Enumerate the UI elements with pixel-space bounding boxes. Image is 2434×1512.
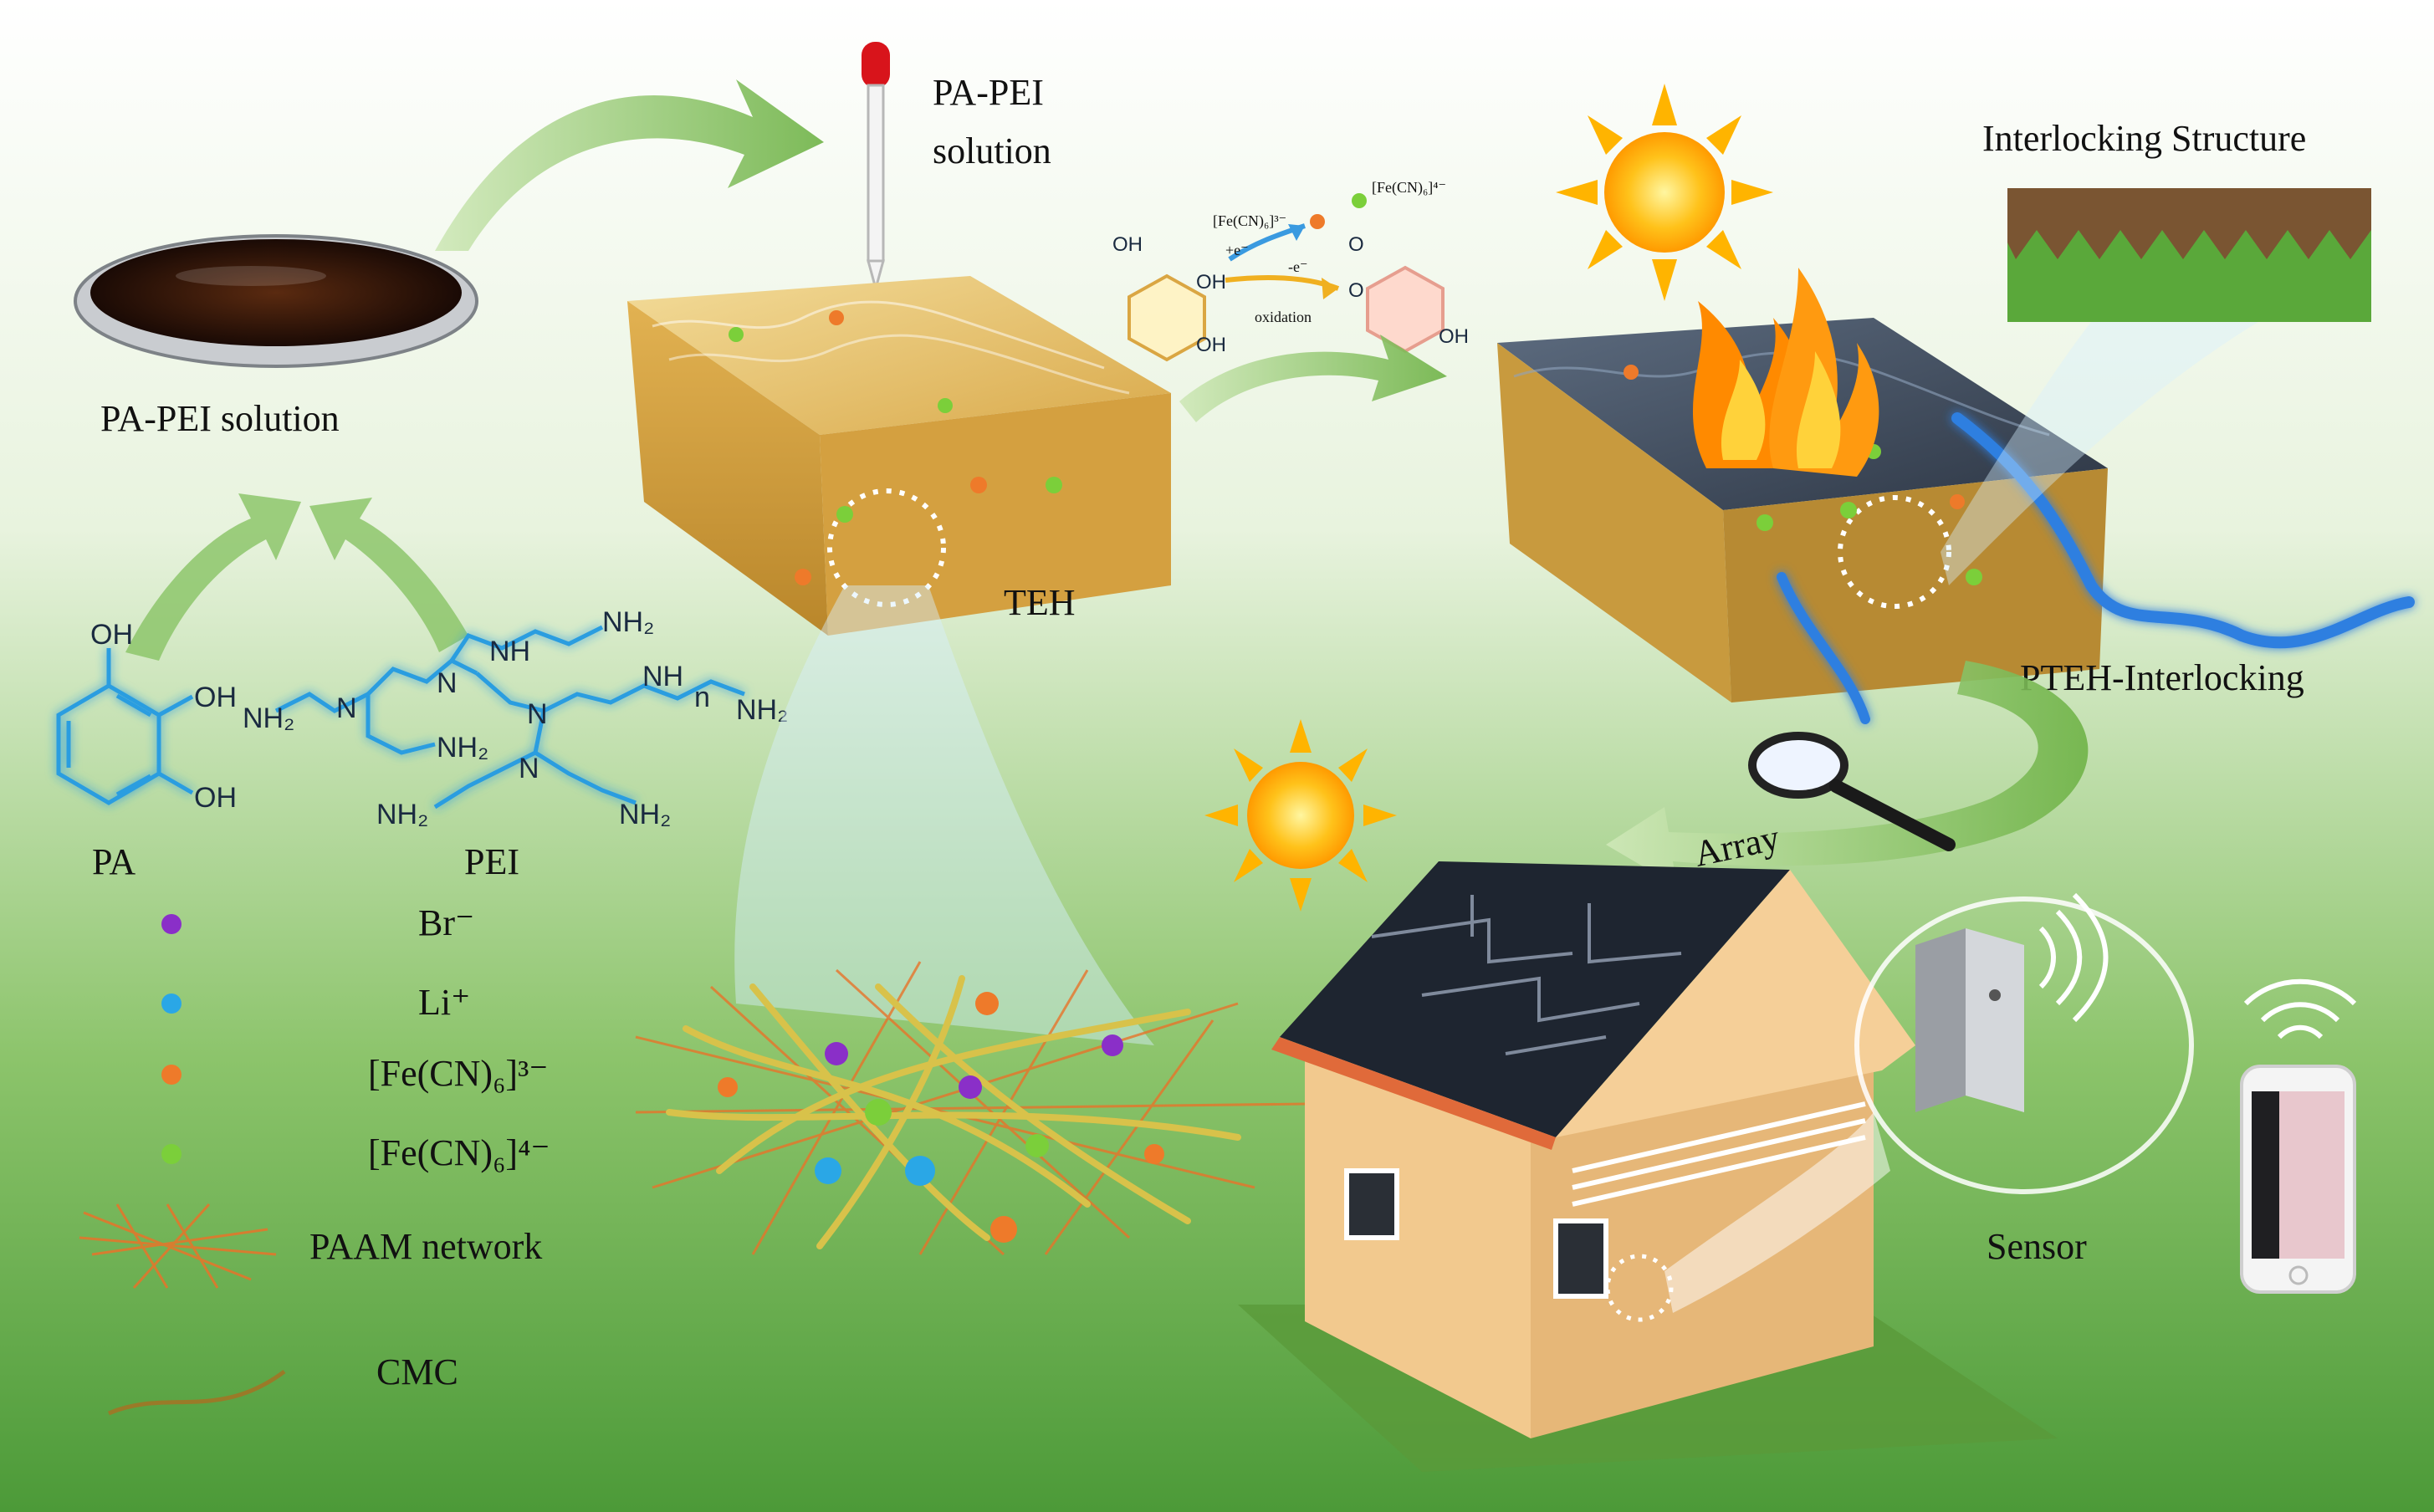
- legend-label-cmc: CMC: [376, 1351, 458, 1392]
- pei-n-2: N: [437, 667, 458, 699]
- reaction-o-1: O: [1348, 233, 1364, 256]
- legend-dot-li: [161, 994, 182, 1014]
- magnifier-icon: [1748, 732, 1956, 851]
- pei-nh2-bottom-right: NH₂: [619, 799, 671, 830]
- pei-nh2-left: NH₂: [243, 702, 294, 734]
- legend-mesh-paam: [79, 1203, 277, 1290]
- house-icon: [1238, 861, 2058, 1472]
- pei-n-4: N: [519, 753, 539, 784]
- water-stream: [1951, 412, 2415, 649]
- pei-label: PEI: [464, 841, 519, 882]
- legend-label-li: Li⁺: [418, 982, 470, 1023]
- arrow-dish-to-gel: [435, 79, 824, 251]
- petri-dish: [74, 234, 478, 368]
- legend-line-cmc: [108, 1369, 286, 1416]
- pei-nh2-bottom-left: NH₂: [376, 799, 428, 830]
- teh-gel-slab: [627, 276, 1171, 636]
- flame-icon: [1692, 268, 1879, 477]
- legend-label-fe4: [Fe(CN)₆]⁴⁻: [368, 1132, 550, 1173]
- zoom-funnel-teh: [734, 585, 1154, 1045]
- legend-label-paam: PAAM network: [309, 1226, 542, 1267]
- reaction-o-2: O: [1348, 279, 1364, 302]
- legend-dot-fe4: [161, 1144, 182, 1164]
- pei-nh-top: NH: [489, 636, 530, 667]
- pa-oh-2: OH: [194, 682, 237, 713]
- reaction-oh-1: OH: [1112, 233, 1143, 256]
- pei-nh-right: NH: [642, 661, 683, 692]
- pa-molecule: [56, 648, 194, 805]
- dropper-label-line2: solution: [933, 130, 1051, 171]
- reaction-oh-3: OH: [1196, 334, 1226, 356]
- fiber-network: [635, 961, 1306, 1256]
- pei-n-3: N: [527, 698, 548, 730]
- pei-molecule: [274, 625, 745, 810]
- interlocking-structure-diagram: [2007, 188, 2371, 322]
- pa-oh-3: OH: [194, 782, 237, 814]
- dropper-label-line1: PA-PEI: [933, 72, 1044, 113]
- pa-pei-solution-label: PA-PEI solution: [100, 398, 340, 439]
- pa-label: PA: [92, 841, 136, 882]
- pteh-zoom-circle: [1838, 495, 1951, 609]
- sensor-glow-ring: [1854, 896, 2194, 1194]
- pei-nh2-mid: NH₂: [437, 732, 488, 764]
- pteh-interlocking-label: PTEH-Interlocking: [2020, 657, 2304, 698]
- zoom-funnel-interlocking: [1941, 322, 2258, 585]
- zoom-funnel-house: [1664, 1112, 1890, 1313]
- wifi-icon-phone: [2243, 978, 2357, 1040]
- legend-label-br: Br⁻: [418, 902, 474, 943]
- arrow-pei-to-solution: [309, 498, 468, 652]
- legend-dot-fe3: [161, 1065, 182, 1085]
- teh-zoom-circle: [827, 488, 946, 607]
- pa-oh-1: OH: [90, 619, 133, 651]
- teh-label: TEH: [1004, 582, 1076, 623]
- sensor-device-icon: [1915, 928, 2024, 1112]
- smartphone-icon: [2240, 1065, 2356, 1294]
- arrow-pa-to-solution: [125, 493, 301, 661]
- pei-nh2-top: NH₂: [602, 606, 654, 638]
- pei-n-subscript: n: [694, 682, 710, 713]
- wifi-icon-sensor: [2038, 892, 2109, 1023]
- reaction-e-minus: -e⁻: [1288, 258, 1307, 275]
- arrow-teh-to-pteh: [1179, 335, 1447, 422]
- water-stream-lower: [1777, 572, 1870, 724]
- reaction-oh-2: OH: [1196, 271, 1226, 294]
- pei-nh2-right: NH₂: [736, 694, 788, 726]
- reaction-pa-molecule: [1128, 273, 1206, 362]
- reaction-oxidation-label: oxidation: [1255, 309, 1312, 325]
- sun-icon-small: [1204, 719, 1397, 912]
- reaction-oh-4: OH: [1439, 325, 1469, 348]
- legend-dot-br: [161, 914, 182, 934]
- reaction-fe3-dot: [1310, 214, 1325, 229]
- pei-n-1: N: [336, 692, 357, 724]
- reaction-fe4-dot: [1352, 193, 1367, 208]
- legend-label-fe3: [Fe(CN)₆]³⁻: [368, 1053, 549, 1094]
- reaction-fe3-label: [Fe(CN)₆]³⁻: [1213, 212, 1286, 230]
- interlocking-structure-label: Interlocking Structure: [1982, 118, 2306, 159]
- legend: Br⁻ Li⁺ [Fe(CN)₆]³⁻ [Fe(CN)₆]⁴⁻ PAAM net…: [79, 902, 550, 1416]
- arrow-array: [1606, 661, 2089, 886]
- reaction-e-plus: +e⁻: [1225, 242, 1249, 258]
- sensor-label: Sensor: [1987, 1226, 2087, 1267]
- reaction-fe4-label: [Fe(CN)₆]⁴⁻: [1372, 179, 1446, 197]
- sun-icon: [1556, 84, 1773, 301]
